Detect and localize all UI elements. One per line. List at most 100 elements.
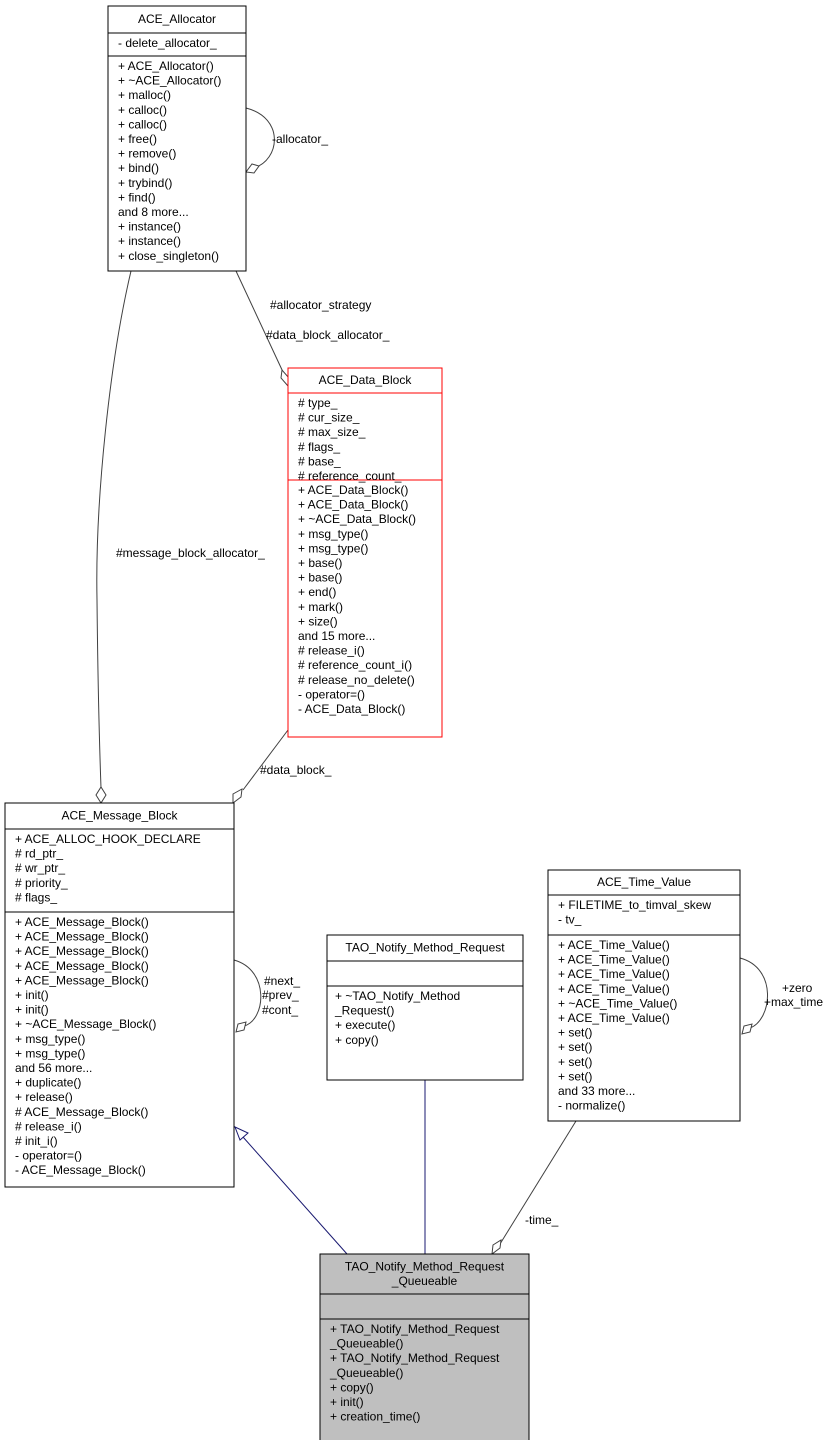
class-method: # reference_count_i() — [298, 658, 412, 672]
class-title: ACE_Data_Block — [319, 373, 413, 387]
class-title: ACE_Allocator — [138, 12, 216, 26]
class-method: + base() — [298, 571, 342, 585]
edge-timevalue-self — [739, 957, 768, 1029]
class-method: # ACE_Message_Block() — [15, 1105, 148, 1119]
class-title: ACE_Message_Block — [61, 809, 178, 823]
class-method: + release() — [15, 1090, 73, 1104]
class-method: - ACE_Message_Block() — [15, 1163, 146, 1177]
inheritance-edge-to-messageblock — [242, 1136, 348, 1255]
class-method: + trybind() — [118, 176, 172, 190]
class-method: + ACE_Data_Block() — [298, 498, 408, 512]
class-method: and 56 more... — [15, 1061, 92, 1075]
class-title: ACE_Time_Value — [597, 875, 691, 889]
class-attribute: # cur_size_ — [298, 411, 360, 425]
class-method: + ACE_Time_Value() — [558, 967, 670, 981]
class-method: + ACE_Time_Value() — [558, 953, 670, 967]
class-method: + ACE_Message_Block() — [15, 930, 149, 944]
aggregation-diamond-icon — [245, 163, 260, 174]
class-attribute: # type_ — [298, 396, 338, 410]
class-method: + mark() — [298, 600, 343, 614]
class-box-frame — [107, 5, 247, 272]
class-method: + TAO_Notify_Method_Request — [330, 1351, 500, 1365]
class-method: + msg_type() — [15, 1032, 85, 1046]
class-method: + free() — [118, 132, 157, 146]
class-box-tao-notify-method-request-queueable[interactable]: TAO_Notify_Method_Request_Queueable + TAO… — [319, 1253, 530, 1440]
edge-label-message-block-allocator: #message_block_allocator_ — [116, 546, 265, 560]
class-attribute: # wr_ptr_ — [15, 861, 65, 875]
class-box-ace-allocator[interactable]: ACE_Allocator- delete_allocator_+ ACE_Al… — [107, 5, 247, 272]
class-method: + base() — [298, 556, 342, 570]
class-box-ace-message-block[interactable]: ACE_Message_Block + ACE_ALLOC_HOOK_DECLAR… — [4, 802, 235, 1188]
class-method: + ACE_Message_Block() — [15, 973, 149, 987]
class-method: + ACE_Message_Block() — [15, 959, 149, 973]
edge-label-allocator-strategy: #allocator_strategy — [270, 298, 371, 312]
edges: -allocator_ #allocator_strategy #data_bl… — [95, 107, 823, 1256]
class-method: # release_no_delete() — [298, 673, 415, 687]
class-box-tao-notify-method-request[interactable]: TAO_Notify_Method_Request+ ~TAO_Notify_M… — [326, 934, 524, 1081]
class-method: + msg_type() — [298, 527, 368, 541]
edge-label-cont: #cont_ — [262, 1003, 298, 1017]
class-method: + ACE_Time_Value() — [558, 1011, 670, 1025]
class-method: + set() — [558, 1055, 592, 1069]
class-method: + end() — [298, 585, 336, 599]
class-method: - operator=() — [15, 1149, 82, 1163]
edge-messageblock-self — [233, 959, 262, 1027]
class-method: + ~TAO_Notify_Method — [335, 989, 460, 1003]
class-method: - normalize() — [558, 1099, 625, 1113]
class-box-ace-time-value[interactable]: ACE_Time_Value + FILETIME_to_timval_skew -… — [547, 869, 741, 1122]
edge-allocator-self — [245, 107, 275, 169]
class-attribute: # base_ — [298, 454, 341, 468]
class-method: + ~ACE_Data_Block() — [298, 512, 416, 526]
class-method: # release_i() — [15, 1119, 82, 1133]
class-method: + ACE_Message_Block() — [15, 915, 149, 929]
class-method: + TAO_Notify_Method_Request — [330, 1322, 500, 1336]
class-method: + malloc() — [118, 88, 171, 102]
class-method: + init() — [15, 1003, 49, 1017]
class-method: + remove() — [118, 147, 176, 161]
edge-allocator-to-messageblock — [96, 270, 132, 789]
edge-timevalue-to-queueable — [499, 1120, 577, 1245]
class-method: + close_singleton() — [118, 249, 219, 263]
class-method: + copy() — [335, 1033, 379, 1047]
edge-allocator-to-datablock — [235, 270, 284, 373]
class-box-frame — [287, 367, 443, 738]
class-box-frame — [4, 802, 235, 1188]
class-method: + ACE_Time_Value() — [558, 982, 670, 996]
edge-label-data-block-allocator: #data_block_allocator_ — [266, 328, 390, 342]
class-method: + size() — [298, 614, 338, 628]
class-method: + set() — [558, 1026, 592, 1040]
class-title: TAO_Notify_Method_Request — [345, 1259, 505, 1273]
class-method: + find() — [118, 190, 156, 204]
inheritance-arrow-icon — [234, 1126, 249, 1141]
class-method: - operator=() — [298, 687, 365, 701]
edge-label-prev: #prev_ — [262, 988, 299, 1002]
class-method: and 33 more... — [558, 1084, 635, 1098]
class-attribute: # priority_ — [15, 876, 68, 890]
class-box-frame — [547, 869, 741, 1122]
edge-label-zero: +zero — [782, 981, 813, 995]
class-method: + ~ACE_Time_Value() — [558, 996, 677, 1010]
class-attribute: # flags_ — [15, 890, 57, 904]
class-method: + ACE_Allocator() — [118, 59, 214, 73]
class-method: + msg_type() — [15, 1046, 85, 1060]
class-attribute: + FILETIME_to_timval_skew — [558, 898, 711, 912]
class-method: + instance() — [118, 234, 181, 248]
class-box-frame — [319, 1253, 530, 1440]
class-box-frame — [326, 934, 524, 1081]
edge-label-max-time: +max_time — [764, 995, 823, 1009]
class-method: - ACE_Data_Block() — [298, 702, 405, 716]
class-method: + ACE_Time_Value() — [558, 938, 670, 952]
class-method: + creation_time() — [330, 1410, 420, 1424]
class-attribute: # reference_count_ — [298, 469, 402, 483]
aggregation-diamond-icon — [741, 1023, 753, 1035]
edge-datablock-to-messageblock — [242, 729, 289, 791]
class-box-ace-data-block[interactable]: ACE_Data_Block# type_# cur_size_# max_si… — [287, 367, 443, 738]
class-title: _Queueable — [391, 1274, 458, 1288]
class-method: + ACE_Message_Block() — [15, 944, 149, 958]
class-attribute: + ACE_ALLOC_HOOK_DECLARE — [15, 832, 201, 846]
class-attribute: # rd_ptr_ — [15, 847, 63, 861]
class-method: _Request() — [334, 1004, 394, 1018]
class-method: + init() — [15, 988, 49, 1002]
class-method: + ACE_Data_Block() — [298, 483, 408, 497]
